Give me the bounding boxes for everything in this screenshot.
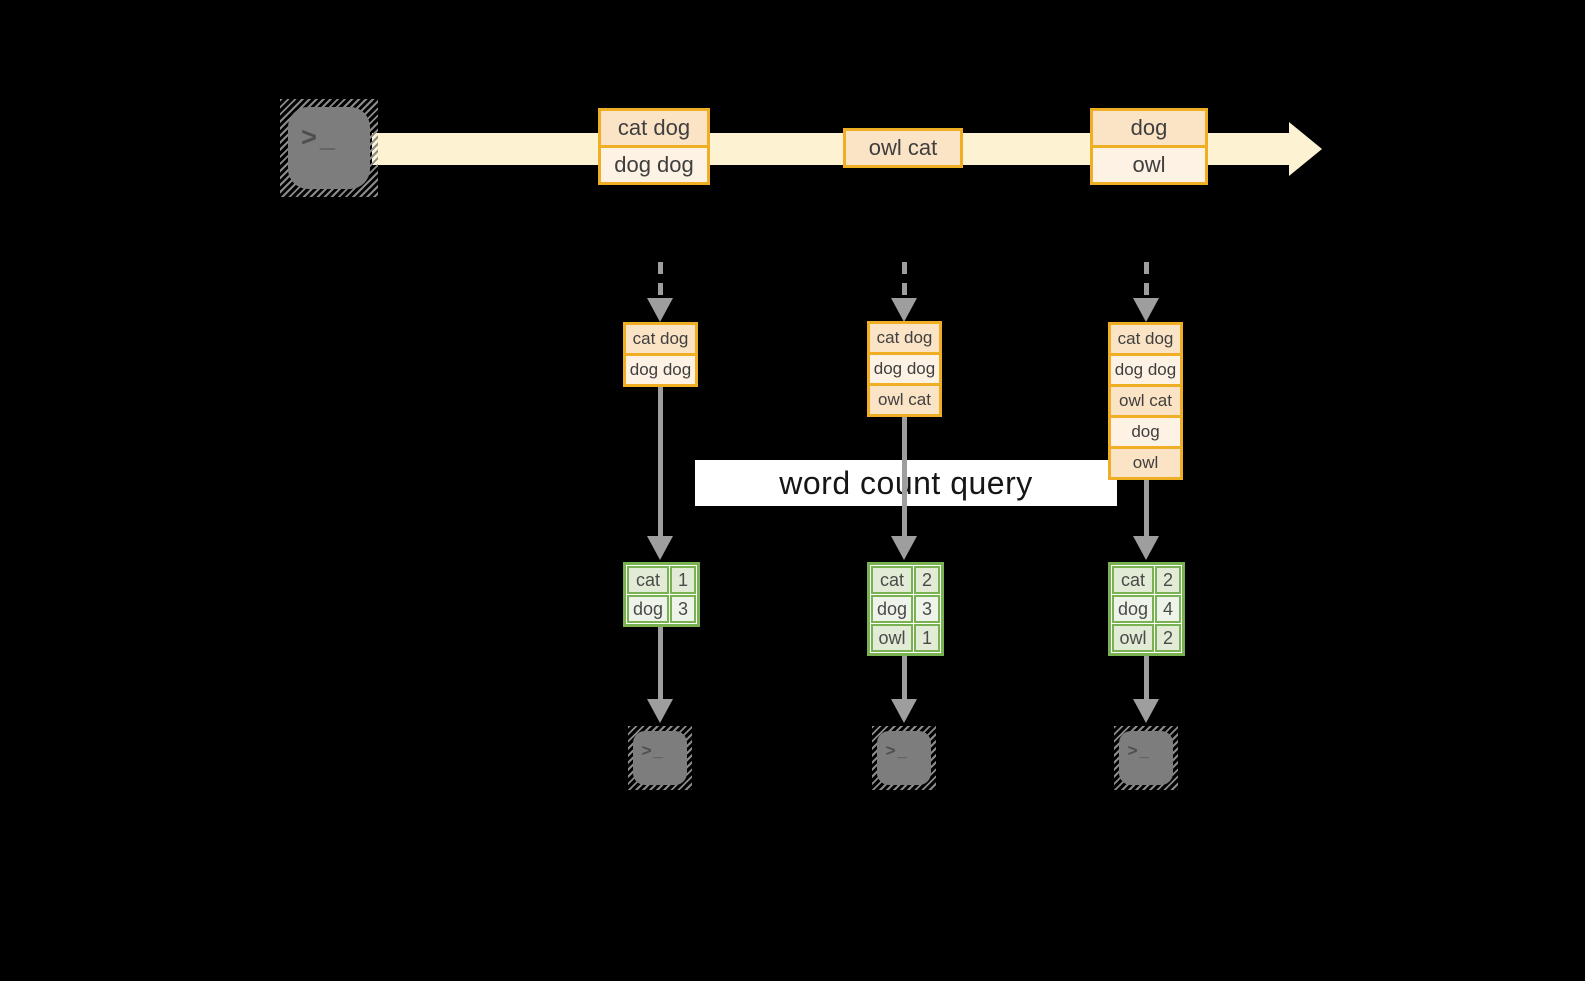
count-cell: 1 (914, 624, 940, 652)
arrow-line (658, 627, 663, 699)
word-cell: owl (1112, 624, 1154, 652)
word-cell: owl (871, 624, 913, 652)
terminal-body: >_ (633, 731, 687, 785)
word-cell: cat (627, 566, 669, 594)
arrowhead-icon (1133, 699, 1159, 723)
arrowhead-icon (647, 699, 673, 723)
arrow-line (902, 415, 907, 536)
terminal-body: >_ (877, 731, 931, 785)
event-group-2: owl cat (843, 128, 963, 168)
stream-timeline-arrowhead-icon (1289, 122, 1322, 176)
terminal-prompt-icon: >_ (641, 740, 666, 760)
arrowhead-icon (891, 536, 917, 560)
terminal-body: >_ (288, 107, 370, 189)
window-row: cat dog (867, 321, 942, 355)
terminal-prompt-icon: >_ (301, 121, 338, 152)
count-cell: 2 (1155, 624, 1181, 652)
count-cell: 4 (1155, 595, 1181, 623)
window-row: cat dog (1108, 322, 1183, 356)
arrowhead-icon (1133, 536, 1159, 560)
word-cell: dog (627, 595, 669, 623)
event-box: cat dog (598, 108, 710, 148)
window-row: dog dog (623, 353, 698, 387)
word-cell: cat (1112, 566, 1154, 594)
arrow-line (658, 385, 663, 536)
window-stack-1: cat dog dog dog (623, 322, 698, 387)
window-row: owl cat (867, 383, 942, 417)
word-cell: cat (871, 566, 913, 594)
terminal-body: >_ (1119, 731, 1173, 785)
count-table-1: cat 1 dog 3 (623, 562, 700, 627)
count-table-2: cat 2 dog 3 owl 1 (867, 562, 944, 656)
count-cell: 1 (670, 566, 696, 594)
arrowhead-icon (647, 536, 673, 560)
window-stack-2: cat dog dog dog owl cat (867, 321, 942, 417)
arrowhead-icon (1133, 298, 1159, 322)
terminal-prompt-icon: >_ (885, 740, 910, 760)
arrow-line (1144, 478, 1149, 536)
arrowhead-icon (891, 298, 917, 322)
count-cell: 3 (670, 595, 696, 623)
arrowhead-icon (647, 298, 673, 322)
window-stack-3: cat dog dog dog owl cat dog owl (1108, 322, 1183, 480)
event-group-1: cat dog dog dog (598, 108, 710, 185)
count-cell: 2 (1155, 566, 1181, 594)
window-row: dog (1108, 415, 1183, 449)
arrow-line (1144, 656, 1149, 699)
count-table-3: cat 2 dog 4 owl 2 (1108, 562, 1185, 656)
dashed-arrow-line (1144, 262, 1149, 300)
count-cell: 2 (914, 566, 940, 594)
count-cell: 3 (914, 595, 940, 623)
source-terminal-icon: >_ (280, 99, 378, 197)
sink-terminal-icon: >_ (872, 726, 936, 790)
event-box: dog (1090, 108, 1208, 148)
event-box: owl (1090, 145, 1208, 185)
window-row: dog dog (867, 352, 942, 386)
word-cell: dog (1112, 595, 1154, 623)
event-box: dog dog (598, 145, 710, 185)
terminal-prompt-icon: >_ (1127, 740, 1152, 760)
sink-terminal-icon: >_ (1114, 726, 1178, 790)
dashed-arrow-line (658, 262, 663, 300)
dashed-arrow-line (902, 262, 907, 300)
sink-terminal-icon: >_ (628, 726, 692, 790)
window-row: owl (1108, 446, 1183, 480)
word-cell: dog (871, 595, 913, 623)
arrow-line (902, 656, 907, 699)
event-group-3: dog owl (1090, 108, 1208, 185)
window-row: owl cat (1108, 384, 1183, 418)
arrowhead-icon (891, 699, 917, 723)
window-row: cat dog (623, 322, 698, 356)
event-box: owl cat (843, 128, 963, 168)
window-row: dog dog (1108, 353, 1183, 387)
